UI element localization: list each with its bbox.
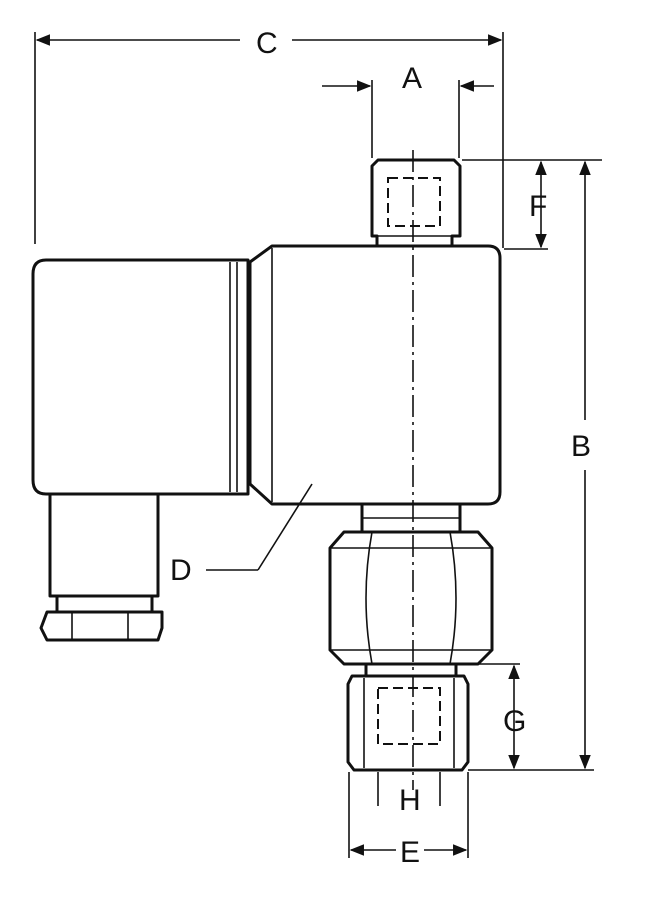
dimension-c-label: C (256, 27, 278, 60)
dimension-b: B (468, 160, 594, 771)
dimension-g: G (468, 663, 526, 770)
hex-nut (328, 504, 494, 666)
dimension-a: A (322, 62, 494, 158)
dimension-h-label: H (399, 784, 421, 817)
dimension-f: F (462, 159, 602, 250)
dimension-a-label: A (402, 62, 422, 95)
dimension-f-label: F (529, 190, 547, 223)
dimension-g-label: G (503, 705, 526, 738)
dimension-h: H (377, 772, 441, 817)
bottom-port-fitting (346, 664, 470, 772)
callout-d: D (170, 483, 313, 587)
dimension-e-label: E (400, 836, 420, 869)
dimension-e: E (348, 772, 469, 869)
callout-d-label: D (170, 554, 192, 587)
coil-housing (31, 258, 250, 496)
valve-body (248, 244, 502, 506)
cable-connector (39, 494, 164, 642)
dimension-c: C (34, 27, 504, 248)
top-port-fitting (370, 158, 462, 246)
dimension-b-label: B (571, 430, 591, 463)
